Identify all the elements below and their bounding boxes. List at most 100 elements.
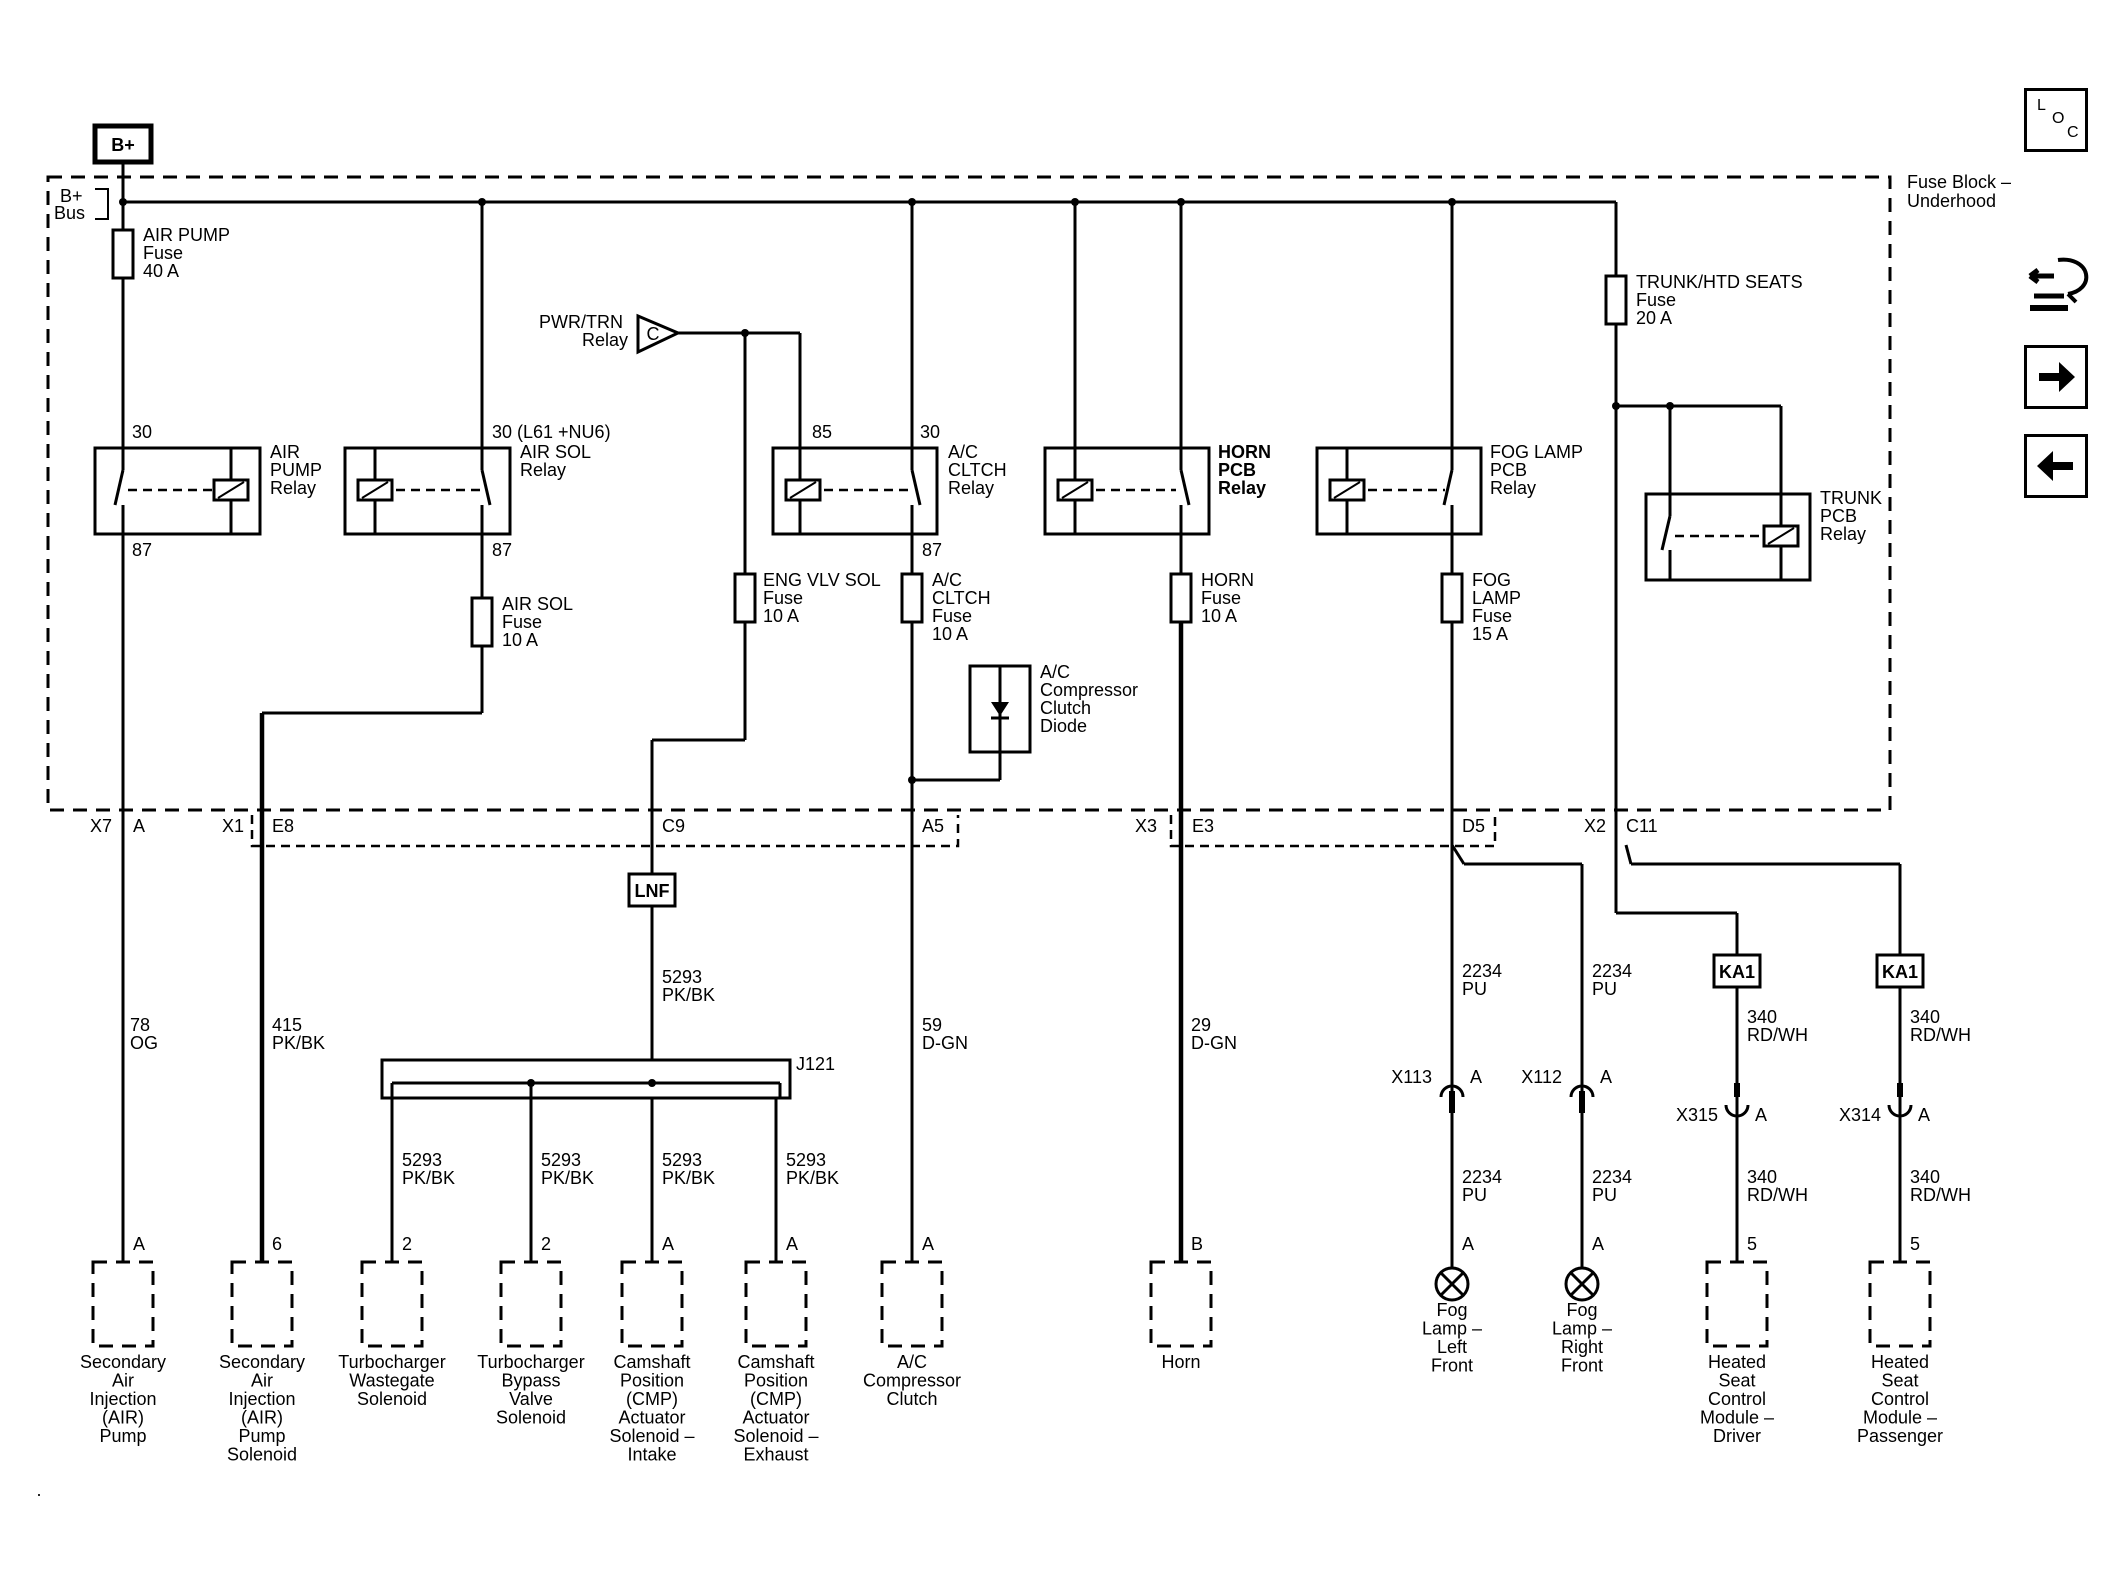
horn-fuse: [1169, 572, 1193, 624]
svg-text:X314: X314: [1839, 1105, 1881, 1125]
eng-vlv-sol-fuse: [733, 572, 757, 624]
ac-cltch-fuse: [900, 572, 924, 624]
component-pin: 5: [1747, 1234, 1757, 1254]
ac-cltch-relay-pin-30: 30: [920, 422, 940, 442]
previous-page-button[interactable]: [2024, 434, 2088, 498]
ac-cltch-relay-pin-85: 85: [812, 422, 832, 442]
air-sol-fuse: [470, 596, 494, 648]
trunk-htd-seats-fuse: [1604, 274, 1628, 326]
inline-connector-x315: X315 A: [1676, 1083, 1767, 1125]
horn-fuse-label: HORN Fuse 10 A: [1201, 570, 1259, 626]
component-outline: [744, 1260, 808, 1348]
inline-connector-x113: X113 A: [1391, 1067, 1482, 1113]
component-pin: A: [1592, 1234, 1604, 1254]
inline-connector-x112: X112 A: [1521, 1067, 1612, 1113]
svg-text:D5: D5: [1462, 816, 1485, 836]
wire-5293-label: 5293 PK/BK: [662, 967, 715, 1005]
svg-text:X1: X1: [222, 816, 244, 836]
air-sol-relay-label: AIR SOL Relay: [520, 442, 595, 480]
component-pin: A: [662, 1234, 674, 1254]
svg-text:A: A: [1918, 1105, 1930, 1125]
component-outline: [1149, 1260, 1213, 1348]
component-pin: A: [1462, 1234, 1474, 1254]
svg-text:E3: E3: [1192, 816, 1214, 836]
component-pin: A: [786, 1234, 798, 1254]
air-sol-fuse-label: AIR SOL Fuse 10 A: [502, 594, 577, 650]
ka1-option-label-driver: KA1: [1719, 962, 1755, 982]
eng-vlv-sol-fuse-label: ENG VLV SOL Fuse 10 A: [763, 570, 885, 626]
svg-text:E8: E8: [272, 816, 294, 836]
svg-text:X113: X113: [1391, 1067, 1432, 1087]
air-pump-relay-label: AIR PUMP Relay: [270, 442, 327, 498]
fuse-block-label: Fuse Block – Underhood: [1907, 172, 2016, 211]
component-outline: [1868, 1260, 1932, 1348]
component-outline: [620, 1260, 684, 1348]
loc-button[interactable]: L O C: [2024, 88, 2088, 152]
loc-letter-o: O: [2052, 110, 2065, 127]
air-pump-fuse: [111, 228, 135, 280]
component-outline: [880, 1260, 944, 1348]
connector-x1-outline: [250, 815, 960, 848]
svg-text:C11: C11: [1626, 816, 1658, 836]
component-outline: [230, 1260, 294, 1348]
ka1-option-label-passenger: KA1: [1882, 962, 1918, 982]
component-outline: [499, 1260, 563, 1348]
svg-text:·: ·: [36, 1484, 42, 1504]
bplus-tag-label: B+: [111, 135, 135, 155]
air-sol-relay-pin-87: 87: [492, 540, 512, 560]
svg-text:A: A: [1755, 1105, 1767, 1125]
component-pin: B: [1191, 1234, 1203, 1254]
pwr-trn-relay-symbol: [636, 313, 682, 355]
connector-end-view-icon[interactable]: [2024, 250, 2094, 320]
svg-text:X2: X2: [1584, 816, 1606, 836]
svg-text:A: A: [1470, 1067, 1482, 1087]
left-arrow-icon: [2037, 451, 2073, 481]
j121-label: J121: [796, 1054, 835, 1074]
component-pin: A: [133, 1234, 145, 1254]
horn-pcb-relay-label: HORN PCB Relay: [1218, 442, 1276, 498]
component-pin: 6: [272, 1234, 282, 1254]
component-pin: 2: [541, 1234, 551, 1254]
next-page-button[interactable]: [2024, 345, 2088, 409]
ac-cltch-relay-pin-87: 87: [922, 540, 942, 560]
ac-cltch-relay-label: A/C CLTCH Relay: [948, 442, 1012, 498]
svg-text:59D-GN: 59D-GN: [922, 1015, 968, 1053]
air-pump-relay-pin-87: 87: [132, 540, 152, 560]
air-pump-fuse-label: AIR PUMP Fuse 40 A: [143, 225, 235, 281]
trunk-pcb-relay-label: TRUNK PCB Relay: [1820, 488, 1887, 544]
ac-compressor-clutch-diode-label: A/C Compressor Clutch Diode: [1040, 662, 1143, 736]
pwr-trn-relay-letter: C: [647, 324, 660, 344]
svg-text:X112: X112: [1521, 1067, 1562, 1087]
component-outline: [91, 1260, 155, 1348]
pwr-trn-relay-label: PWR/TRN Relay: [539, 312, 628, 350]
svg-text:A: A: [133, 816, 145, 836]
component-outline: [1705, 1260, 1769, 1348]
svg-text:A: A: [1600, 1067, 1612, 1087]
loc-letter-l: L: [2037, 97, 2046, 114]
bplus-bus-label: B+ Bus: [54, 186, 88, 223]
fog-lamp-pcb-relay-label: FOG LAMP PCB Relay: [1490, 442, 1588, 498]
